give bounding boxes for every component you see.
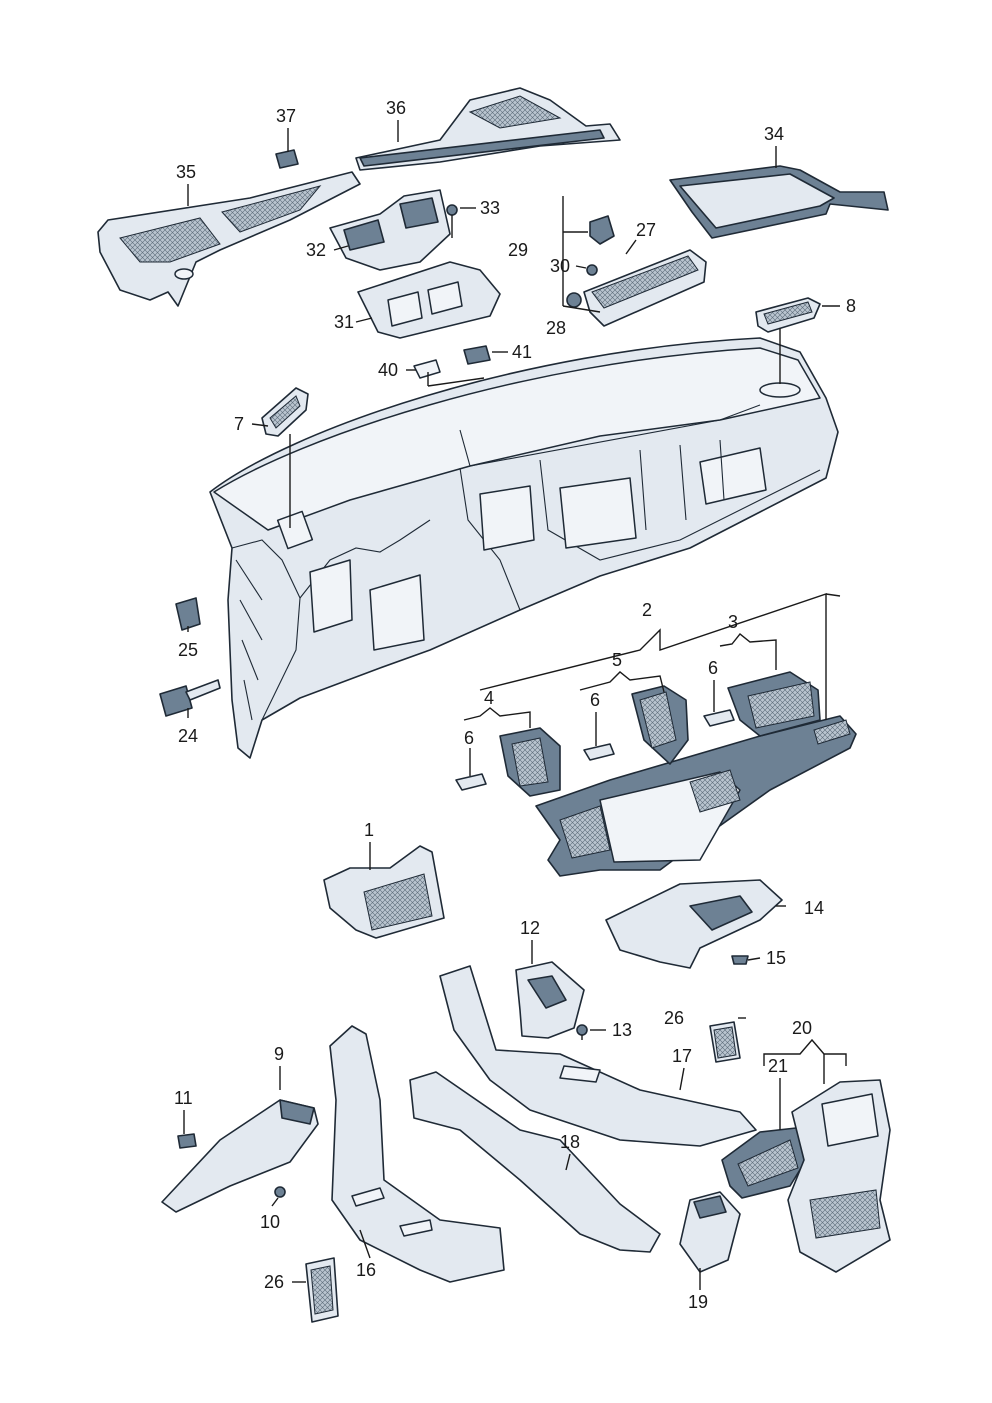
part-25-switch <box>175 597 201 631</box>
part-17-air-duct <box>439 965 757 1147</box>
label-9: 9 <box>274 1044 284 1064</box>
label-25: 25 <box>178 640 198 660</box>
label-40: 40 <box>378 360 398 380</box>
label-26-upper: 26 <box>664 1008 684 1028</box>
part-6-clip-b <box>583 743 615 761</box>
label-29: 29 <box>508 240 528 260</box>
part-6-clip-a <box>455 773 487 791</box>
label-7: 7 <box>234 414 244 434</box>
callout-labels: 37 36 35 34 33 32 31 29 30 28 27 8 40 41… <box>174 98 856 1312</box>
part-31-frame <box>357 261 501 339</box>
part-29-sensor <box>589 215 615 245</box>
part-4-air-vent <box>499 727 561 797</box>
label-27: 27 <box>636 220 656 240</box>
part-21-rear-vent <box>721 1127 807 1199</box>
part-8-defroster-vent <box>755 297 821 333</box>
label-30: 30 <box>550 256 570 276</box>
part-32-air-duct <box>329 189 451 271</box>
label-10: 10 <box>260 1212 280 1232</box>
label-26-lower: 26 <box>264 1272 284 1292</box>
part-41-clip <box>463 345 491 365</box>
label-11: 11 <box>174 1088 193 1108</box>
part-26-grille-upper <box>709 1021 741 1063</box>
part-2-instrument-trim <box>535 715 857 877</box>
part-19-air-duct <box>679 1191 741 1273</box>
label-6-left: 6 <box>464 728 474 748</box>
part-1-side-vent <box>323 845 445 939</box>
label-41: 41 <box>512 342 532 362</box>
part-28-nut <box>566 292 582 308</box>
label-32: 32 <box>306 240 326 260</box>
part-3-air-vent <box>727 671 821 737</box>
label-35: 35 <box>176 162 196 182</box>
label-13: 13 <box>612 1020 632 1040</box>
label-12: 12 <box>520 918 540 938</box>
part-40-clip <box>413 359 441 379</box>
dashboard-panel <box>209 337 839 759</box>
part-12-air-vent <box>515 961 585 1039</box>
leader-lines <box>183 120 847 1290</box>
label-33: 33 <box>480 198 500 218</box>
part-15-screw <box>731 955 749 965</box>
label-20: 20 <box>792 1018 812 1038</box>
part-6-clip-c <box>703 709 735 727</box>
part-30-clip <box>586 264 598 276</box>
part-34-cover-panel <box>669 165 889 239</box>
part-27-vent-grille <box>583 249 707 327</box>
part-11-clip <box>177 1133 197 1149</box>
label-5: 5 <box>612 650 622 670</box>
label-21: 21 <box>768 1056 788 1076</box>
part-14-bracket <box>605 879 783 969</box>
part-20-rear-console <box>787 1079 891 1273</box>
label-8: 8 <box>846 296 856 316</box>
part-18-air-duct <box>409 1071 661 1253</box>
label-16: 16 <box>356 1260 376 1280</box>
label-36: 36 <box>386 98 406 118</box>
label-17: 17 <box>672 1046 692 1066</box>
label-6-middle: 6 <box>590 690 600 710</box>
part-9-air-duct <box>161 1099 319 1213</box>
label-1: 1 <box>364 820 374 840</box>
label-31: 31 <box>334 312 354 332</box>
label-18: 18 <box>560 1132 580 1152</box>
label-3: 3 <box>728 612 738 632</box>
label-14: 14 <box>804 898 824 918</box>
label-6-right: 6 <box>708 658 718 678</box>
label-24: 24 <box>178 726 198 746</box>
label-37: 37 <box>276 106 296 126</box>
label-2: 2 <box>642 600 652 620</box>
part-10-screw <box>274 1186 286 1198</box>
label-19: 19 <box>688 1292 708 1312</box>
part-26-grille-lower <box>305 1257 339 1323</box>
label-28: 28 <box>546 318 566 338</box>
label-34: 34 <box>764 124 784 144</box>
part-7-side-vent <box>261 387 309 437</box>
part-35-cowl-panel-left <box>97 171 361 307</box>
part-36-cowl-panel-right <box>355 87 621 171</box>
part-16-air-duct <box>329 1025 505 1283</box>
label-15: 15 <box>766 948 786 968</box>
part-24-switch <box>159 679 221 717</box>
label-4: 4 <box>484 688 494 708</box>
part-5-air-vent <box>631 685 689 765</box>
part-13-screw <box>576 1024 588 1040</box>
part-33-screw <box>446 204 458 238</box>
part-37-clip <box>275 149 299 169</box>
